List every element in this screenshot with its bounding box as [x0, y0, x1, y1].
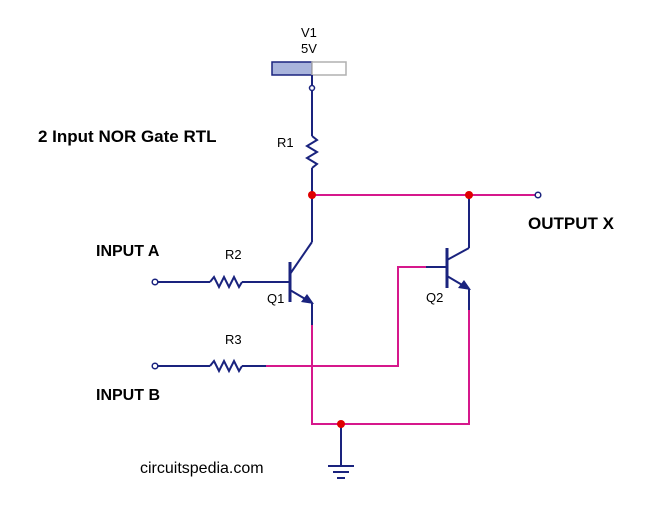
resistor-r2-label: R2	[225, 247, 242, 262]
input-a-label: INPUT A	[96, 243, 160, 260]
supply-wire	[308, 75, 316, 136]
resistor-r3	[209, 358, 243, 374]
transistor-q1	[288, 241, 314, 304]
transistor-q2	[445, 247, 471, 290]
ground-icon	[328, 465, 354, 479]
output-terminal	[534, 191, 542, 199]
resistor-r2	[209, 274, 243, 290]
website-label: circuitspedia.com	[140, 460, 264, 477]
input-a-terminal	[151, 278, 159, 286]
transistor-q1-label: Q1	[267, 291, 284, 306]
junction-dot-r1	[308, 191, 316, 199]
voltage-source-v1	[271, 61, 347, 76]
source-value-label: 5V	[301, 41, 317, 56]
junction-dot-q2-collector	[465, 191, 473, 199]
source-name-label: V1	[301, 25, 317, 40]
output-label: OUTPUT X	[528, 214, 615, 233]
junction-dot-ground	[337, 420, 345, 428]
transistor-q2-label: Q2	[426, 290, 443, 305]
diagram-title: 2 Input NOR Gate RTL	[38, 127, 217, 146]
resistor-r3-label: R3	[225, 332, 242, 347]
q2-base-wire	[266, 266, 426, 367]
resistor-r1	[305, 135, 319, 169]
input-b-label: INPUT B	[96, 387, 160, 404]
input-b-terminal	[151, 362, 159, 370]
q1-emitter-path	[311, 310, 470, 425]
resistor-r1-label: R1	[277, 135, 294, 150]
